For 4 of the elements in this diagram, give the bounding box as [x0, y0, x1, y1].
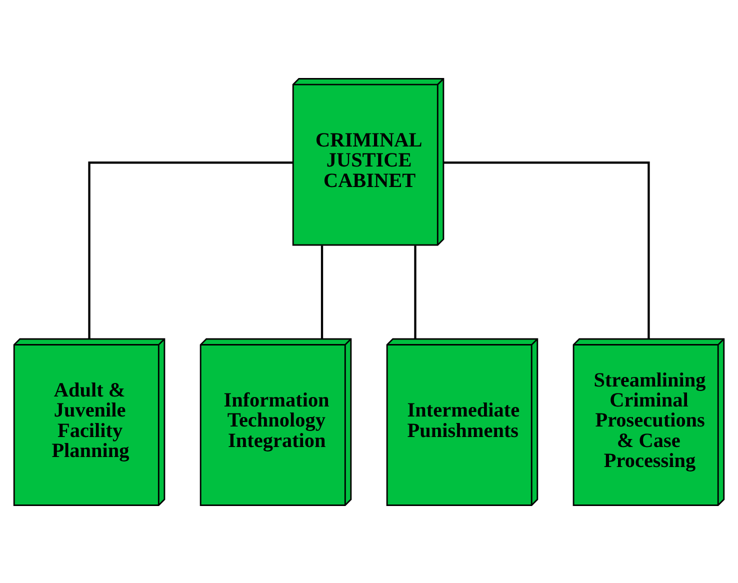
connector: [88, 161, 293, 338]
connector: [320, 245, 324, 338]
connector: [414, 245, 416, 338]
connector: [444, 161, 650, 338]
